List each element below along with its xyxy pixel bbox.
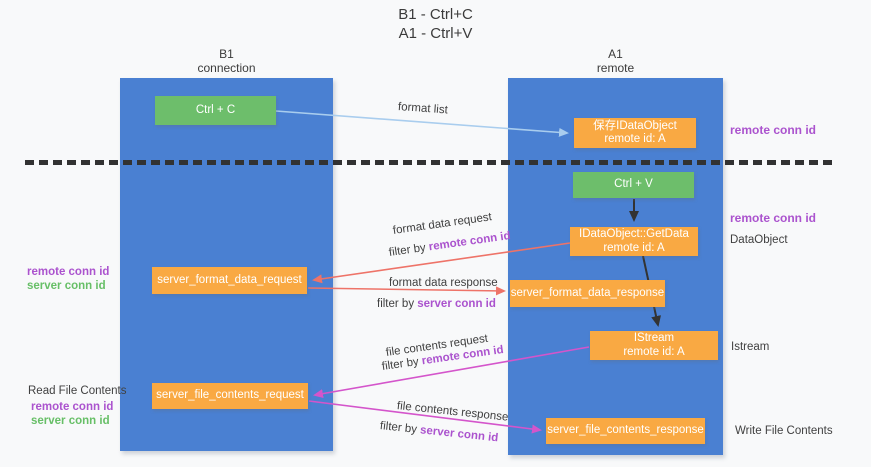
node-getdata-line1: IDataObject::GetData (579, 228, 689, 240)
diagram-title: B1 - Ctrl+C A1 - Ctrl+V (0, 5, 871, 43)
remote-conn-id-label-left: remote conn id (27, 266, 110, 278)
read-file-contents-label: Read File Contents (28, 385, 127, 397)
node-getdata-line2: remote id: A (603, 241, 665, 254)
lane-b1-role: connection (197, 61, 256, 75)
node-server-format-data-request: server_format_data_request (152, 267, 307, 294)
node-save-idataobject: 保存IDataObject remote id: A (574, 118, 696, 148)
node-ctrl-v: Ctrl + V (573, 172, 694, 198)
node-save-idataobject-line2: remote id: A (604, 133, 666, 145)
lane-a1-name: A1 (608, 47, 623, 61)
remote-conn-id-label-left-bottom: remote conn id (31, 401, 114, 413)
dataobject-label: DataObject (730, 234, 788, 246)
left-bottom-conn-id-labels: remote conn id server conn id (31, 401, 113, 428)
node-server-file-contents-request-label: server_file_contents_request (156, 389, 304, 402)
file-contents-response-arrow (308, 400, 542, 434)
node-istream: IStream remote id: A (590, 331, 718, 360)
lane-header-b1: B1 connection (120, 47, 333, 75)
format-list-arrow (275, 110, 569, 137)
filter-by-text: filter by (377, 298, 418, 310)
node-ctrl-v-label: Ctrl + V (614, 178, 653, 191)
node-istream-line1: IStream (633, 332, 675, 344)
node-server-file-contents-response-label: server_file_contents_response (547, 424, 704, 437)
clipboard-boundary-dashed-line (25, 160, 837, 165)
server-conn-id-label-left: server conn id (27, 279, 106, 292)
title-line-2: A1 - Ctrl+V (398, 25, 473, 42)
file-contents-request-arrow (313, 346, 590, 399)
lane-a1-role: remote (596, 61, 635, 75)
node-server-format-data-response-label: server_format_data_response (510, 286, 665, 299)
istream-side-label: Istream (731, 341, 770, 353)
title-line-1: B1 - Ctrl+C (398, 6, 473, 23)
lane-header-a1: A1 remote (508, 47, 723, 75)
node-save-idataobject-line1: 保存IDataObject (593, 119, 677, 132)
remote-conn-id-label-top: remote conn id (730, 123, 817, 137)
left-mid-conn-id-labels: remote conn id server conn id (27, 266, 109, 293)
format-data-response-filter-label: filter by server conn id (377, 298, 496, 310)
node-idataobject-getdata: IDataObject::GetData remote id: A (570, 227, 698, 256)
node-istream-line2: remote id: A (623, 345, 685, 358)
write-file-contents-label: Write File Contents (735, 425, 833, 437)
node-ctrl-c-label: Ctrl + C (195, 103, 236, 116)
format-data-request-arrow (312, 242, 571, 284)
node-server-file-contents-response: server_file_contents_response (546, 418, 705, 444)
node-ctrl-c: Ctrl + C (155, 96, 276, 125)
node-server-format-data-request-label: server_format_data_request (157, 273, 302, 286)
format-data-response-arrow (307, 286, 506, 296)
format-data-response-label: format data response (389, 277, 498, 289)
lane-b1-name: B1 (219, 47, 234, 61)
server-conn-id-label-left-bottom: server conn id (31, 414, 110, 427)
filter-key-server-conn-id: server conn id (417, 298, 496, 310)
node-server-file-contents-request: server_file_contents_request (152, 383, 308, 409)
node-server-format-data-response: server_format_data_response (510, 280, 665, 307)
remote-conn-id-label-mid: remote conn id (730, 211, 817, 225)
